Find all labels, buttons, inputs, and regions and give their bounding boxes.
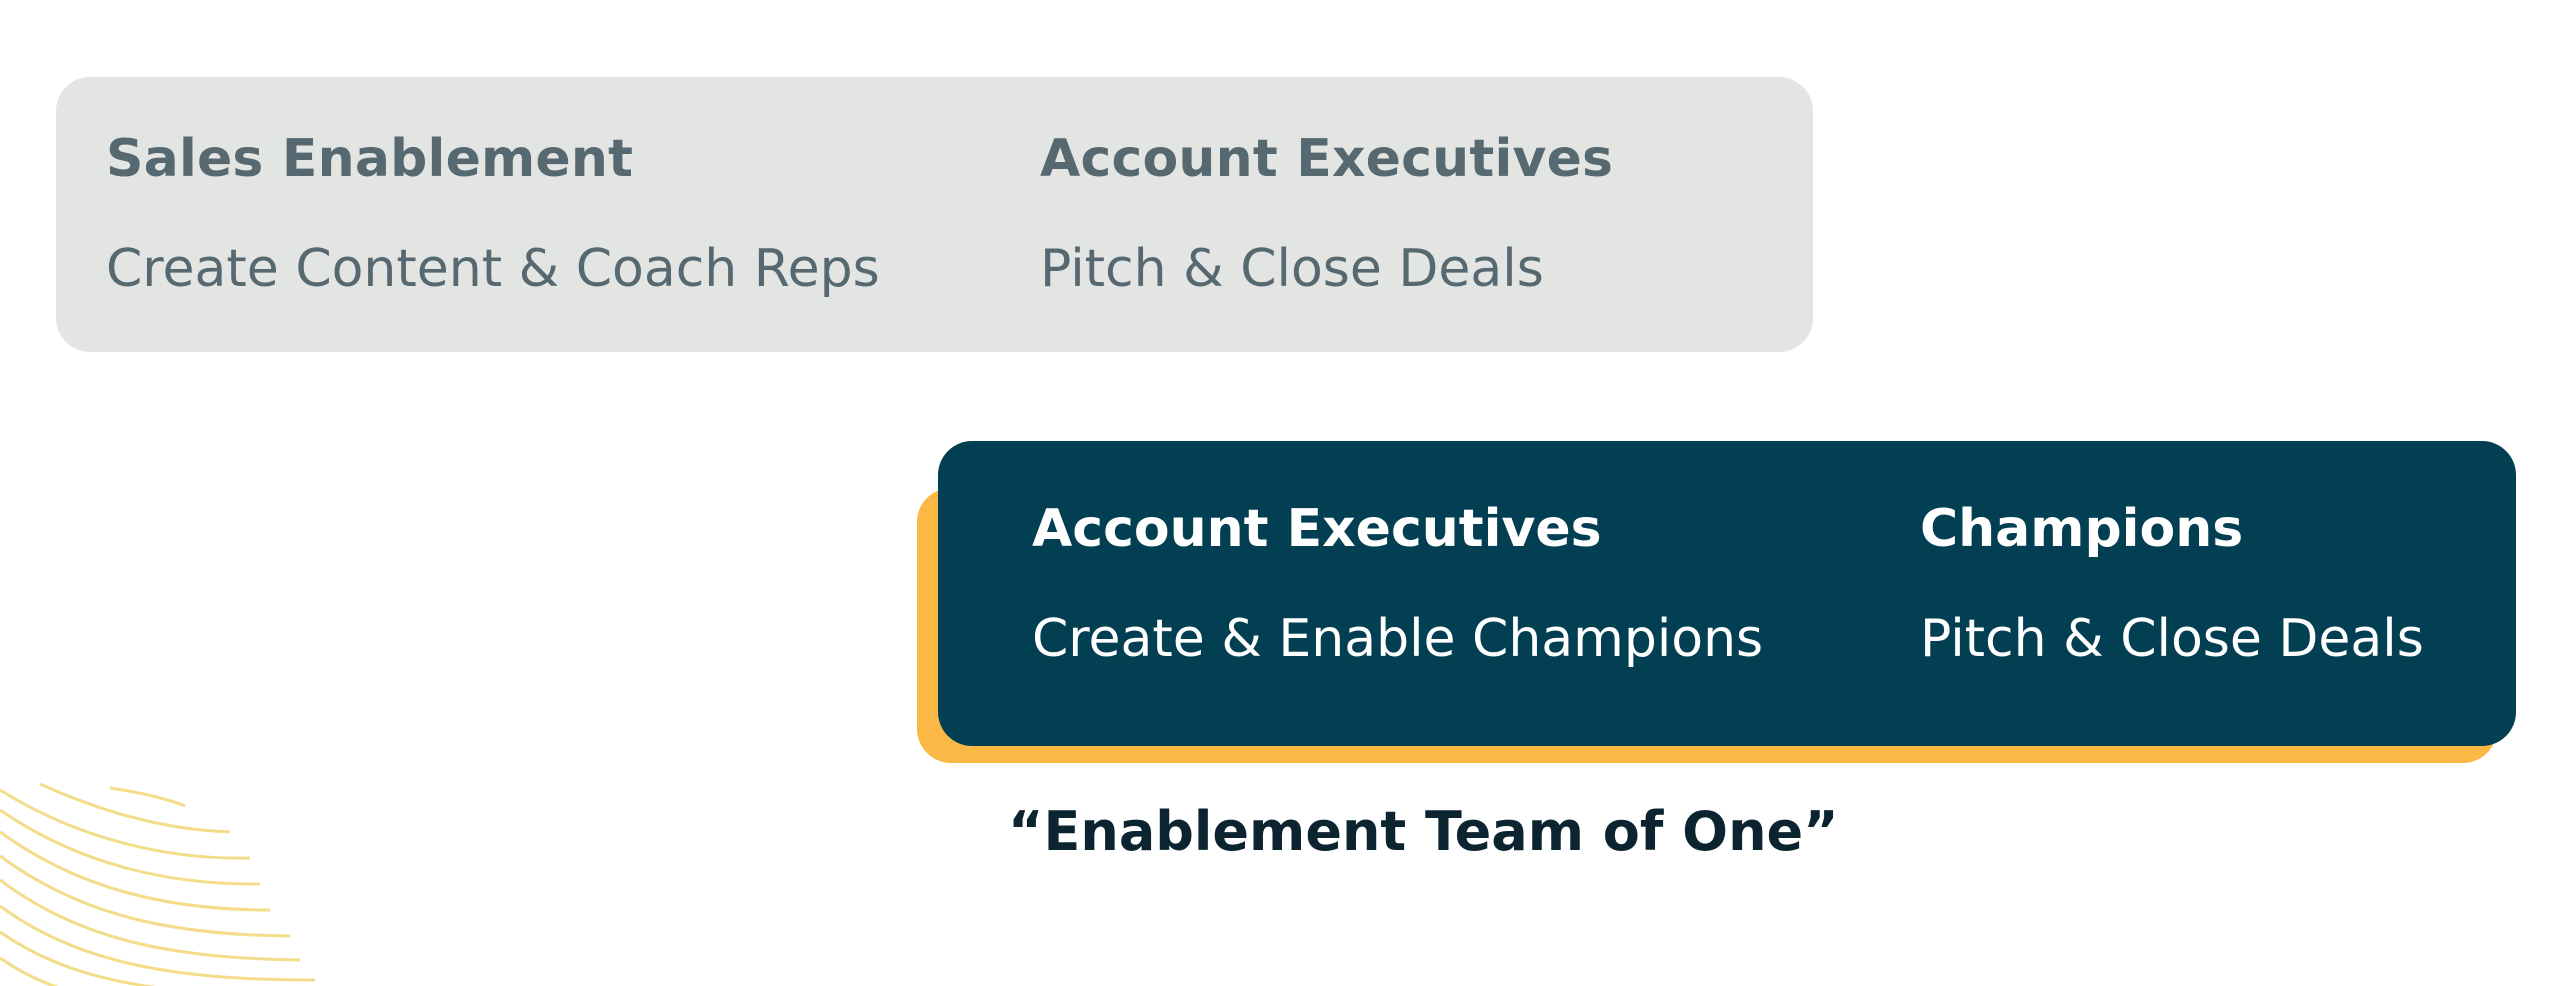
bottom-card-right-column: Champions Pitch & Close Deals (1920, 499, 2424, 669)
bottom-card-right-subtext: Pitch & Close Deals (1920, 609, 2424, 669)
bottom-card-left-column: Account Executives Create & Enable Champ… (1032, 499, 1763, 669)
top-card-left-subtext: Create Content & Coach Reps (106, 239, 880, 299)
bottom-card-left-heading: Account Executives (1032, 499, 1602, 559)
top-card-right-column: Account Executives Pitch & Close Deals (1040, 129, 1613, 299)
sales-enablement-card: Sales Enablement Create Content & Coach … (56, 77, 1813, 352)
top-card-right-heading: Account Executives (1040, 129, 1614, 189)
top-card-left-column: Sales Enablement Create Content & Coach … (106, 129, 880, 299)
caption: “Enablement Team of One” (1008, 800, 1839, 863)
account-executives-card: Account Executives Create & Enable Champ… (938, 441, 2516, 746)
wave-lines-icon (0, 782, 316, 986)
bottom-card-right-heading: Champions (1920, 499, 2244, 559)
bottom-card-left-subtext: Create & Enable Champions (1032, 609, 1764, 669)
top-card-right-subtext: Pitch & Close Deals (1040, 239, 1544, 299)
top-card-left-heading: Sales Enablement (106, 129, 634, 189)
